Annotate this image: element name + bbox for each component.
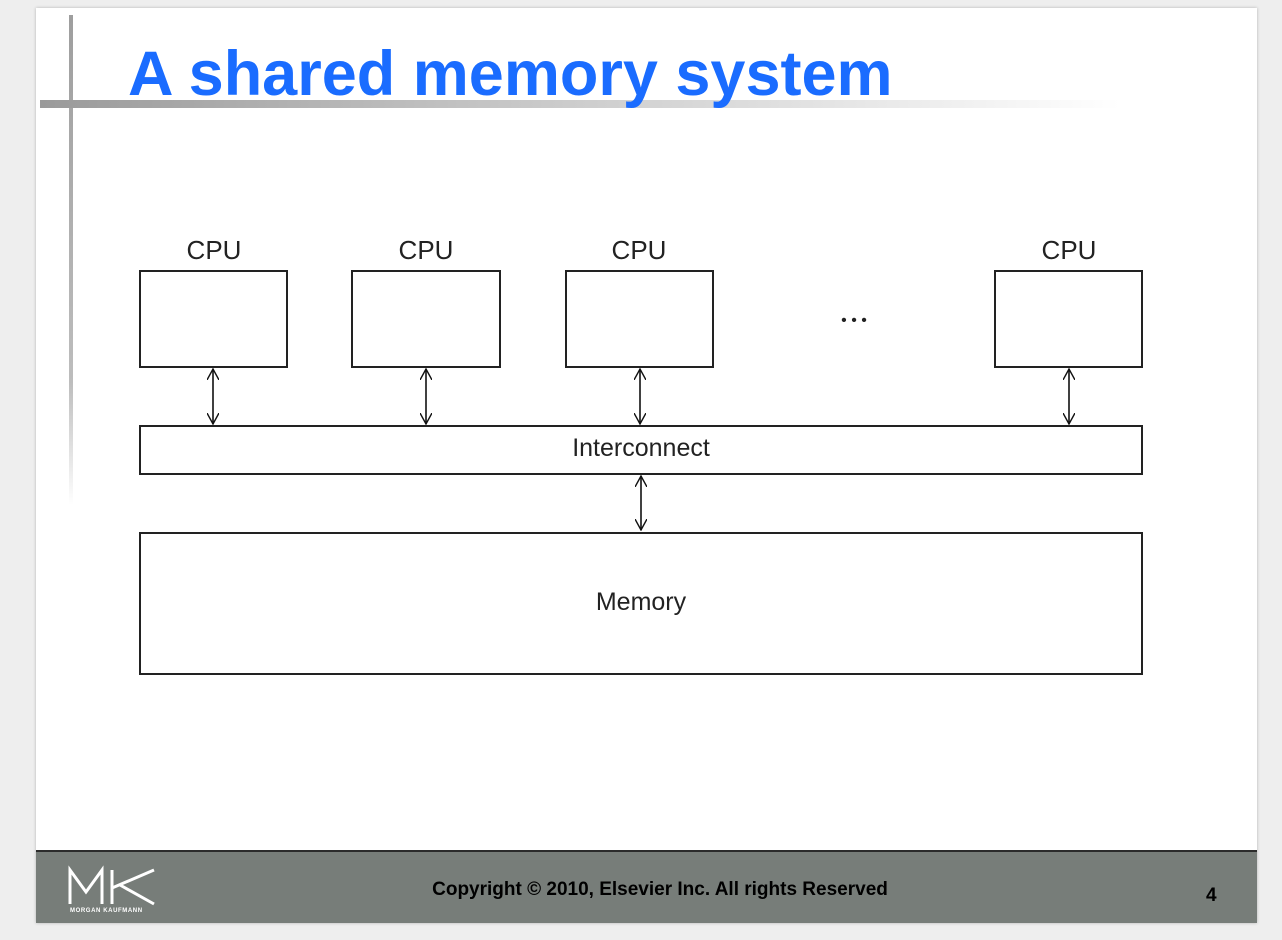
cpu-box-3: [565, 270, 714, 368]
interconnect-label: Interconnect: [572, 434, 710, 462]
cpu-box-4: [994, 270, 1143, 368]
cpu-label-4: CPU: [1042, 235, 1097, 265]
title-vertical-accent-bar: [69, 15, 73, 505]
cpu-box-2: [351, 270, 501, 368]
logo-subtext: MORGAN KAUFMANN: [70, 908, 143, 914]
copyright-notice: Copyright © 2010, Elsevier Inc. All righ…: [432, 879, 888, 900]
title-underline-bar: [40, 100, 1120, 108]
memory-box: [139, 532, 1143, 675]
cpu-label-1: CPU: [187, 235, 242, 265]
memory-label: Memory: [596, 588, 687, 616]
slide: A shared memory system CPU CPU CPU CPU •…: [36, 8, 1257, 923]
cpu-box-1: [139, 270, 288, 368]
cpu-label-2: CPU: [399, 235, 454, 265]
interconnect-box: [139, 425, 1143, 475]
page-number: 4: [1206, 885, 1217, 906]
morgan-kaufmann-logo: MK: [68, 865, 155, 906]
slide-title: A shared memory system: [128, 39, 893, 109]
shared-memory-diagram: CPU CPU CPU CPU • • • Interconnect Memor…: [139, 235, 1143, 675]
cpu-label-3: CPU: [612, 235, 667, 265]
cpu-ellipsis: • • •: [841, 312, 867, 329]
slide-footer: MK MORGAN KAUFMANN Copyright © 2010, Els…: [36, 850, 1257, 923]
